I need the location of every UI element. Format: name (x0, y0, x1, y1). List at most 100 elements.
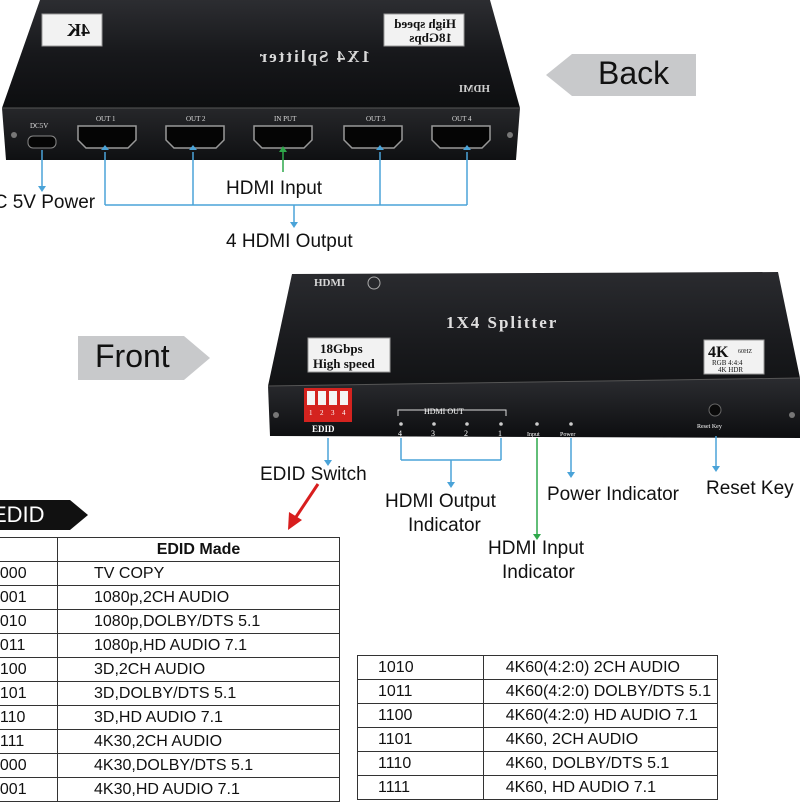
label-input-indicator-2: Indicator (502, 562, 575, 583)
svg-text:HDMI OUT: HDMI OUT (424, 407, 464, 416)
port-out2: OUT 2 (165, 115, 225, 149)
edid-mode-cell: 4K30,DOLBY/DTS 5.1 (57, 753, 340, 778)
edid-code-cell: 1111 (357, 775, 484, 800)
back-label-power: DC 5V Power (0, 192, 96, 213)
label-output-indicator-2: Indicator (408, 515, 481, 536)
label-reset-key: Reset Key (706, 478, 794, 499)
front-diagram: HDMI 1X4 Splitter 18Gbps High speed 4K 6… (267, 272, 800, 500)
edid-dip-switch: 1 2 3 4 (304, 388, 352, 422)
svg-text:Input: Input (527, 432, 540, 438)
back-label-input: HDMI Input (226, 178, 323, 199)
edid-mode-cell: 1080p,HD AUDIO 7.1 (57, 633, 340, 658)
svg-text:1: 1 (309, 409, 313, 417)
edid-code-cell: 1100 (357, 703, 484, 728)
svg-text:4: 4 (398, 429, 402, 438)
header-code-cell (0, 537, 58, 562)
svg-text:Power: Power (560, 432, 575, 438)
edid-table-left: EDID Made 0000TV COPY00011080p,2CH AUDIO… (0, 537, 340, 802)
table-row: 01103D,HD AUDIO 7.1 (0, 705, 340, 730)
svg-text:4: 4 (342, 409, 346, 417)
edid-mode-cell: 4K30,HD AUDIO 7.1 (57, 777, 340, 802)
svg-text:3: 3 (331, 409, 335, 417)
back-ports: DC5V OUT 1 OUT 2 IN PUT OUT 3 OUT 4 (27, 115, 491, 149)
edid-code-cell: 1101 (357, 727, 484, 752)
edid-code-cell: 0100 (0, 657, 58, 682)
svg-text:4K: 4K (708, 344, 729, 361)
svg-text:OUT 4: OUT 4 (452, 115, 472, 123)
svg-text:High speed: High speed (393, 16, 456, 31)
back-hdmi-logo: HDMI (459, 83, 490, 95)
svg-text:IN PUT: IN PUT (274, 115, 297, 123)
svg-text:OUT 1: OUT 1 (96, 115, 116, 123)
port-out4: OUT 4 (431, 115, 491, 149)
table-row: 01003D,2CH AUDIO (0, 657, 340, 682)
edid-tag-label: EDID (0, 502, 45, 527)
front-led-panel: HDMI OUT 4 3 2 1 Input Power Reset Key (397, 403, 722, 438)
edid-mode-cell: 3D,2CH AUDIO (57, 657, 340, 682)
table-row: 0000TV COPY (0, 561, 340, 586)
port-out1: OUT 1 (77, 115, 137, 149)
input-indicator-line (533, 500, 541, 540)
table-row: 01114K30,2CH AUDIO (0, 729, 340, 754)
front-tag (78, 336, 210, 380)
edid-mode-cell: 1080p,2CH AUDIO (57, 585, 340, 610)
front-device-top (268, 272, 800, 386)
front-4k-badge: 4K 60HZ RGB 4:4:4 4K HDR (703, 339, 765, 375)
edid-code-cell: 0001 (0, 585, 58, 610)
back-device-title: 1X4 Splitter (258, 47, 370, 66)
back-speed-badge: High speed 18Gbps (383, 13, 465, 47)
edid-mode-cell: TV COPY (57, 561, 340, 586)
edid-mode-cell: 1080p,DOLBY/DTS 5.1 (57, 609, 340, 634)
svg-text:18Gbps: 18Gbps (320, 341, 363, 356)
svg-text:18Gbps: 18Gbps (409, 30, 452, 45)
back-tag (546, 54, 696, 96)
edid-tag (0, 500, 88, 530)
port-out3: OUT 3 (343, 115, 403, 149)
edid-code-cell: 1011 (357, 679, 484, 704)
edid-mode-cell: 3D,HD AUDIO 7.1 (57, 705, 340, 730)
back-label-output: 4 HDMI Output (226, 231, 353, 252)
edid-code-cell: 0010 (0, 609, 58, 634)
edid-mode-cell: 4K60(4:2:0) 2CH AUDIO (482, 655, 719, 680)
edid-mode-cell: 4K60(4:2:0) DOLBY/DTS 5.1 (482, 679, 719, 704)
edid-code-cell: 0000 (0, 561, 58, 586)
svg-text:60HZ: 60HZ (738, 349, 752, 355)
table-row: 01013D,DOLBY/DTS 5.1 (0, 681, 340, 706)
edid-mode-cell: 4K60(4:2:0) HD AUDIO 7.1 (482, 703, 719, 728)
svg-text:4K HDR: 4K HDR (718, 366, 743, 374)
edid-mode-cell: 4K60, DOLBY/DTS 5.1 (482, 751, 719, 776)
label-edid-switch: EDID Switch (260, 464, 367, 485)
table-row: 10004K30,DOLBY/DTS 5.1 (0, 753, 340, 778)
label-output-indicator-1: HDMI Output (385, 491, 496, 512)
svg-text:1: 1 (498, 429, 502, 438)
table-row: 00111080p,HD AUDIO 7.1 (0, 633, 340, 658)
svg-text:2: 2 (320, 409, 324, 417)
svg-text:Reset Key: Reset Key (697, 424, 722, 430)
edid-mode-cell: 4K30,2CH AUDIO (57, 729, 340, 754)
label-input-indicator-1: HDMI Input (488, 538, 585, 559)
edid-code-cell: 1010 (357, 655, 484, 680)
back-diagram: 4K High speed 18Gbps 1X4 Splitter HDMI D… (2, 0, 520, 228)
svg-text:2: 2 (464, 429, 468, 438)
svg-text:3: 3 (431, 429, 435, 438)
dc5v-port (27, 135, 57, 149)
svg-text:High speed: High speed (313, 356, 376, 371)
edid-code-cell: 1000 (0, 753, 58, 778)
back-callouts (41, 150, 468, 222)
edid-mode-cell: 4K60, HD AUDIO 7.1 (482, 775, 719, 800)
front-callouts (327, 436, 717, 482)
front-tag-label: Front (95, 338, 170, 374)
front-speed-badge: 18Gbps High speed (307, 337, 391, 373)
red-arrow-icon (288, 483, 320, 530)
front-hdmi-logo: HDMI (314, 277, 345, 289)
